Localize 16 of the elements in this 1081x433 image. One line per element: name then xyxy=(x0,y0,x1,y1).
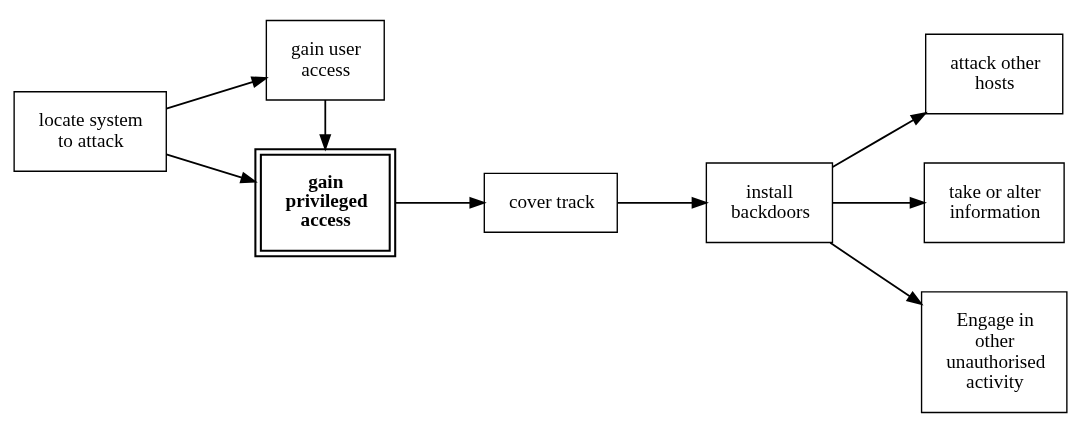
arrow xyxy=(394,196,487,209)
node-box: gain privileged access xyxy=(254,148,397,258)
node-box: Engage in other unauthorised activity xyxy=(920,291,1068,414)
arrow xyxy=(165,153,258,184)
arrow xyxy=(831,111,928,168)
node-box: gain user access xyxy=(265,19,385,101)
arrow xyxy=(829,241,924,306)
node-box: install backdoors xyxy=(705,162,834,244)
node-box: locate system to attack xyxy=(13,91,167,172)
arrow xyxy=(831,196,927,209)
node-box: take or alter information xyxy=(923,162,1065,244)
arrow xyxy=(319,99,332,152)
arrow xyxy=(165,76,269,110)
node-box: attack other hosts xyxy=(925,33,1064,115)
arrow xyxy=(616,196,709,209)
node-box: cover track xyxy=(483,172,618,233)
